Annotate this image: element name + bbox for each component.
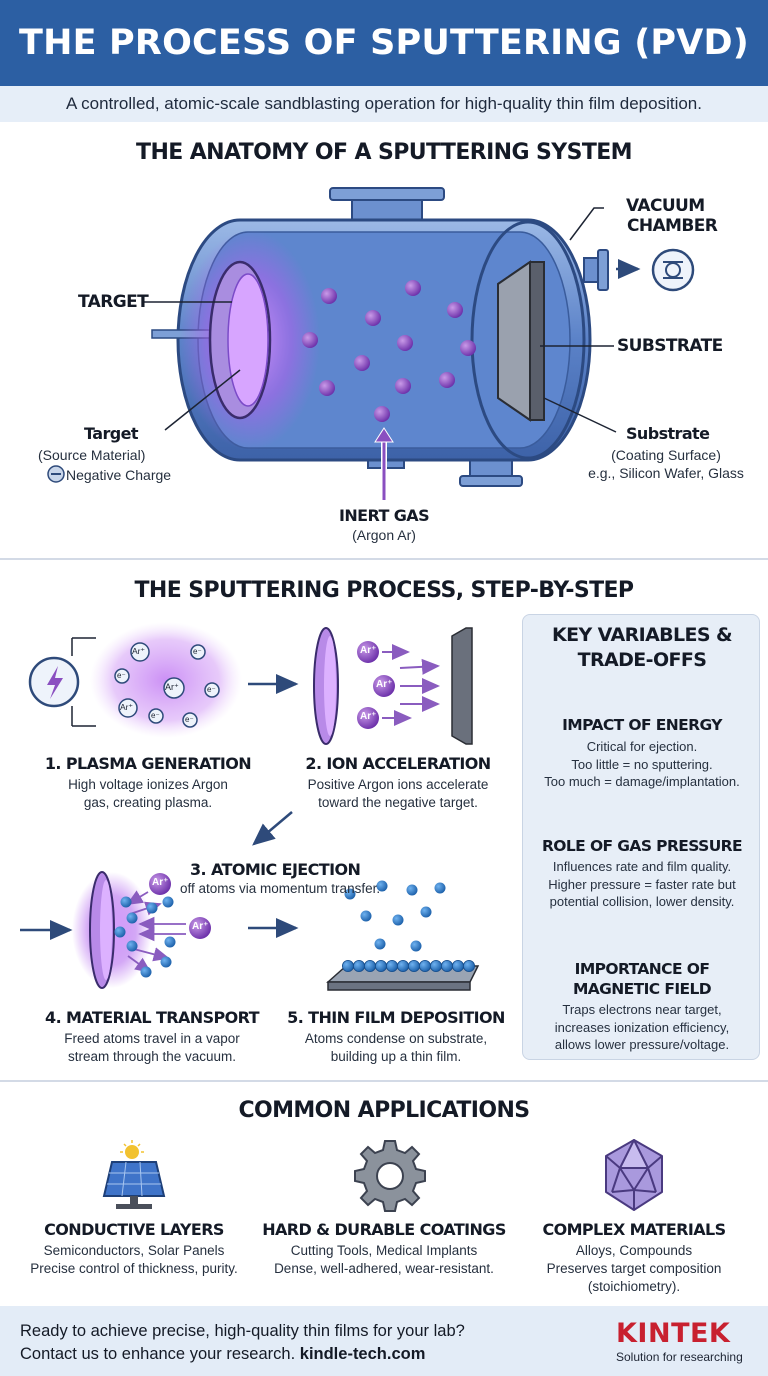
step2-substrate [451,627,473,745]
magnetic-desc: Traps electrons near target, increases i… [554,1002,730,1052]
app-complex-title: COMPLEX MATERIALS [542,1220,726,1239]
step-1-title: 1. PLASMA GENERATION [44,754,252,773]
lightning-icon [47,666,63,699]
brand-tagline: Solution for researching [616,1350,743,1364]
brand-logo: KINTEK Solution for researching [616,1318,756,1364]
gas-inlet-arrow [374,427,394,500]
panel-title: KEY VARIABLES & [551,624,733,646]
vacuum-pump-icon [616,248,695,292]
app-complex-desc: Alloys, Compounds Preserves target compo… [546,1243,722,1294]
header-banner: THE PROCESS OF SPUTTERING (PVD) [0,0,768,86]
step-3-desc: off atoms via momentum transfer. [180,881,381,896]
plasma-cloud [90,622,242,738]
substrate-plate [497,260,545,422]
section-divider [0,1080,768,1082]
page-title: THE PROCESS OF SPUTTERING (PVD) [19,23,749,63]
leader-lines [142,207,617,433]
step-5-title: 5. THIN FILM DEPOSITION [287,1008,505,1027]
step-2-title: 2. ION ACCELERATION [305,754,491,773]
target-caption-title: Target [84,424,139,443]
step-4-desc: Freed atoms travel in a vapor stream thr… [64,1031,240,1064]
website-link[interactable]: kindle-tech.com [299,1345,426,1363]
app-coatings-desc: Cutting Tools, Medical Implants Dense, w… [274,1243,494,1276]
crystal-icon [605,1139,663,1211]
gear-icon [354,1140,426,1212]
energy-title: IMPACT OF ENERGY [562,716,722,734]
substrate-label: SUBSTRATE [617,336,723,356]
target-label: TARGET [78,292,149,312]
target-disk [208,260,272,420]
target-caption-sub: (Source Material) [38,447,146,463]
app-conductive-title: CONDUCTIVE LAYERS [44,1220,224,1239]
step-5-desc: Atoms condense on substrate, building up… [304,1031,488,1064]
anatomy-title: THE ANATOMY OF A SPUTTERING SYSTEM [136,140,633,165]
page-subtitle: A controlled, atomic-scale sandblasting … [0,86,768,122]
key-variables-panel: KEY VARIABLES & TRADE-OFFS IMPACT OF ENE… [522,614,760,1060]
section-divider [0,558,768,560]
step-4-title: 4. MATERIAL TRANSPORT [45,1008,259,1027]
substrate-examples: e.g., Silicon Wafer, Glass [588,465,744,481]
ejected-atoms [114,896,176,978]
substrate-caption-sub: (Coating Surface) [611,447,721,463]
step-1-desc: High voltage ionizes Argon gas, creating… [68,777,228,810]
footer: Ready to achieve precise, high-quality t… [0,1306,768,1376]
argon-atoms [302,280,476,422]
magnetic-title-2: MAGNETIC FIELD [572,980,712,998]
step2-target [313,627,339,745]
pressure-title: ROLE OF GAS PRESSURE [541,837,743,855]
deposited-atoms [344,880,446,952]
footer-cta: Ready to achieve precise, high-quality t… [20,1322,465,1363]
vacuum-chamber-label-2: CHAMBER [627,216,718,236]
energy-desc: Critical for ejection. Too little = no s… [544,739,740,789]
step4-target [89,871,115,989]
step-3-title: 3. ATOMIC EJECTION [190,860,361,879]
substrate-caption-title: Substrate [626,424,710,443]
process-title: THE SPUTTERING PROCESS, STEP-BY-STEP [134,578,635,603]
app-coatings-title: HARD & DURABLE COATINGS [262,1220,506,1239]
brand-name: KINTEK [616,1318,731,1349]
thin-film-layer [326,960,480,991]
inert-gas-sub: (Argon Ar) [352,527,416,543]
app-conductive-desc: Semiconductors, Solar Panels Precise con… [30,1243,238,1276]
magnetic-title: IMPORTANCE OF [574,960,710,978]
power-source [28,637,96,727]
negative-charge-icon [47,465,65,483]
solar-panel-icon [102,1140,166,1209]
vacuum-chamber-label: VACUUM [626,196,705,216]
step-2-desc: Positive Argon ions accelerate toward th… [307,777,489,810]
panel-title-2: TRADE-OFFS [577,649,707,671]
plasma-particles [114,642,220,728]
applications-title: COMMON APPLICATIONS [238,1098,530,1123]
target-charge-text: Negative Charge [66,467,172,483]
pressure-desc: Influences rate and film quality. Higher… [548,859,736,909]
flow-arrow [252,811,293,846]
argon-ions-step4 [149,873,211,939]
ion-arrows [382,644,440,726]
inert-gas-label: INERT GAS [339,506,430,525]
argon-ions-step2 [357,641,395,729]
